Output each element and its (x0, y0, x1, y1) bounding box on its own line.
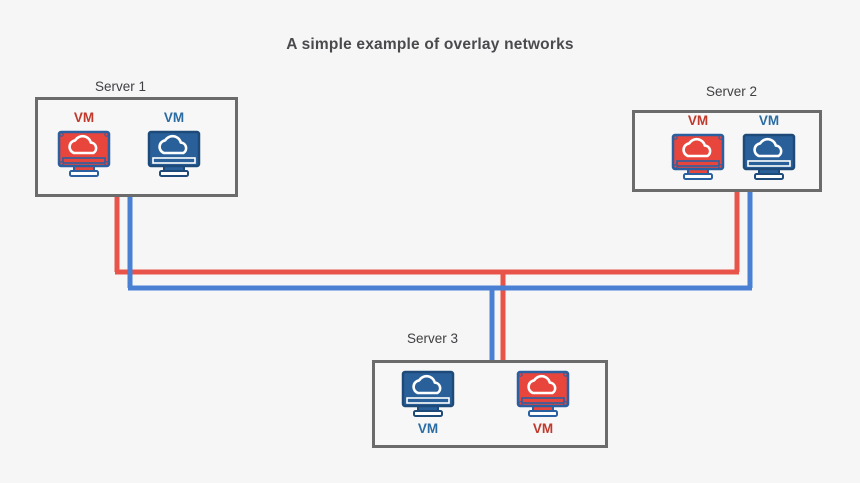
page-title: A simple example of overlay networks (286, 36, 574, 53)
blue-overlay-network (127, 192, 753, 362)
server-2-label: Server 2 (706, 84, 758, 99)
vm-label: VM (758, 113, 780, 128)
vm-label: VM (687, 113, 709, 128)
monitor-cloud-icon (516, 370, 570, 417)
monitor-cloud-icon (671, 133, 725, 180)
monitor-cloud-icon (401, 370, 455, 417)
monitor-cloud-icon (147, 130, 201, 177)
server-1-vm-red[interactable]: VM (47, 110, 121, 179)
server-3-vm-blue[interactable]: VM (391, 367, 465, 437)
server-2-vm-red[interactable]: VM (661, 113, 735, 182)
vm-label: VM (163, 110, 185, 125)
vm-label: VM (73, 110, 95, 125)
vm-label: VM (532, 421, 554, 436)
server-2-vm-blue[interactable]: VM (732, 113, 806, 182)
server-1-label: Server 1 (95, 79, 147, 94)
server-3-vm-red[interactable]: VM (506, 367, 580, 437)
red-overlay-network (114, 192, 740, 362)
vm-label: VM (417, 421, 439, 436)
server-3-label: Server 3 (407, 331, 459, 346)
server-1-vm-blue[interactable]: VM (137, 110, 211, 179)
monitor-cloud-icon (57, 130, 111, 177)
monitor-cloud-icon (742, 133, 796, 180)
